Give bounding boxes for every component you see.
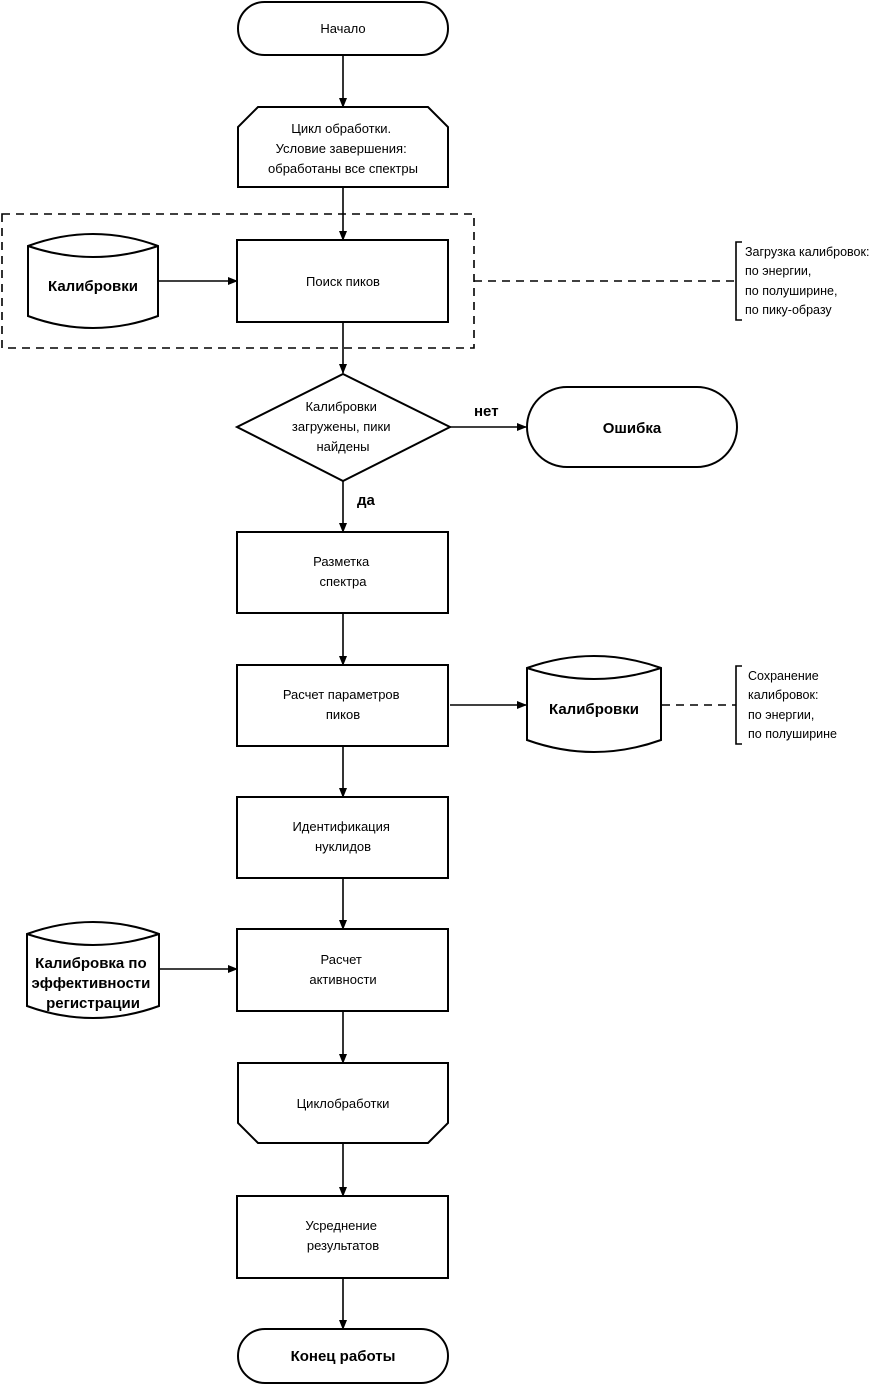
svg-text:Расчет параметров пиков: Расчет параметров пиков	[283, 687, 403, 722]
decision-line-2: загружены, пики	[292, 419, 391, 434]
load-calibrations-annotation: Загрузка калибровок: по энергии, по полу…	[745, 245, 873, 317]
decision-calibrations-loaded: Калибровки загружены, пики найдены	[234, 372, 453, 483]
loop-end: Циклобработки	[237, 1062, 449, 1144]
start-label: Начало	[320, 21, 365, 36]
nuclide-id-line-2: нуклидов	[315, 839, 371, 854]
save-calibrations-database-label: Калибровки	[549, 701, 639, 718]
peak-params-line-2: пиков	[326, 707, 360, 722]
efficiency-calibration-database: Калибровка по эффективности регистрации	[26, 921, 160, 1019]
decision-line-1: Калибровки	[305, 399, 376, 414]
peak-search-label: Поиск пиков	[306, 274, 380, 289]
nuclide-identification-process: Идентификация нуклидов	[236, 796, 449, 879]
svg-text:Ошибка: Ошибка	[603, 420, 662, 437]
end-terminator: Конец работы	[237, 1328, 449, 1384]
markup-line-2: спектра	[319, 574, 367, 589]
svg-text:Цикл обработки. Условие: Цикл обработки. Условие завершения: обра…	[268, 121, 418, 176]
svg-text:Усреднение результатов: Усреднение результатов	[305, 1218, 380, 1253]
efficiency-db-line-1: Калибровка по	[35, 955, 146, 972]
svg-text:Расчет активности: Расчет активности	[309, 952, 376, 987]
svg-text:Калибровки: Калибровки	[48, 278, 138, 295]
peak-parameters-process: Расчет параметров пиков	[236, 664, 449, 747]
loop-start-line-2: Условие завершения:	[276, 141, 407, 156]
spectrum-markup-process: Разметка спектра	[236, 531, 449, 614]
svg-text:Циклобработки: Циклобработки	[297, 1096, 390, 1111]
averaging-line-2: результатов	[307, 1238, 379, 1253]
save-calibrations-database: Калибровки	[526, 655, 662, 753]
loop-start: Цикл обработки. Условие завершения: обра…	[237, 106, 449, 188]
svg-text:Поиск пиков: Поиск пиков	[306, 274, 380, 289]
svg-text:Калибровка по эффективно: Калибровка по эффективности регистрации	[31, 955, 154, 1012]
calibrations-database: Калибровки	[27, 233, 159, 329]
peak-search-process: Поиск пиков	[236, 239, 449, 323]
averaging-line-1: Усреднение	[305, 1218, 377, 1233]
efficiency-db-line-3: регистрации	[46, 995, 140, 1012]
loop-end-label: Циклобработки	[297, 1096, 390, 1111]
svg-text:Идентификация нуклидов: Идентификация нуклидов	[292, 819, 393, 854]
save-calibrations-annotation: Сохранение калибровок: по энергии, по по…	[748, 669, 837, 741]
nuclide-id-line-1: Идентификация	[292, 819, 389, 834]
peak-params-line-1: Расчет параметров	[283, 687, 400, 702]
edge-label-yes: да	[357, 492, 376, 509]
loop-start-line-3: обработаны все спектры	[268, 161, 418, 176]
error-terminator: Ошибка	[526, 386, 738, 468]
svg-text:Начало: Начало	[320, 21, 365, 36]
connectors	[158, 55, 527, 1330]
start-terminator: Начало	[237, 1, 449, 56]
svg-text:Конец работы: Конец работы	[291, 1348, 396, 1365]
activity-line-1: Расчет	[321, 952, 362, 967]
svg-text:Калибровки загружены, пи: Калибровки загружены, пики найдены	[292, 399, 394, 454]
error-label: Ошибка	[603, 420, 662, 437]
annotation-links	[474, 241, 742, 745]
end-label: Конец работы	[291, 1348, 396, 1365]
loop-start-line-1: Цикл обработки.	[291, 121, 391, 136]
svg-text:Разметка спектра: Разметка спектра	[313, 554, 373, 589]
edge-label-no: нет	[474, 403, 499, 420]
calibrations-database-label: Калибровки	[48, 278, 138, 295]
svg-text:Калибровки: Калибровки	[549, 701, 639, 718]
decision-line-3: найдены	[316, 439, 369, 454]
activity-calculation-process: Расчет активности	[236, 928, 449, 1012]
averaging-results-process: Усреднение результатов	[236, 1195, 449, 1279]
markup-line-1: Разметка	[313, 554, 370, 569]
activity-line-2: активности	[309, 972, 376, 987]
efficiency-db-line-2: эффективности	[31, 975, 150, 992]
